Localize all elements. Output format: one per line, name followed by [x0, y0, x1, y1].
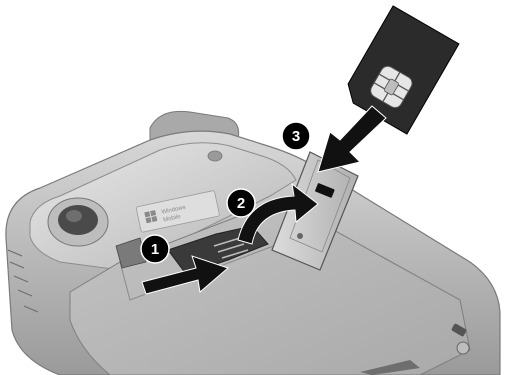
screw-right — [457, 342, 469, 354]
step-3-number: 3 — [292, 128, 300, 145]
door-hinge-dot — [297, 233, 303, 239]
speaker-dot — [208, 151, 222, 161]
device-back: Windows Mobile — [6, 111, 500, 375]
step-2-number: 2 — [237, 195, 245, 212]
step-1-callout: 1 — [141, 235, 169, 263]
step-1-number: 1 — [151, 241, 159, 258]
arrow-step-3 — [318, 106, 386, 172]
step-3-callout: 3 — [282, 122, 310, 150]
camera-lens — [48, 198, 108, 246]
step-2-callout: 2 — [227, 189, 255, 217]
sim-card — [341, 6, 459, 134]
